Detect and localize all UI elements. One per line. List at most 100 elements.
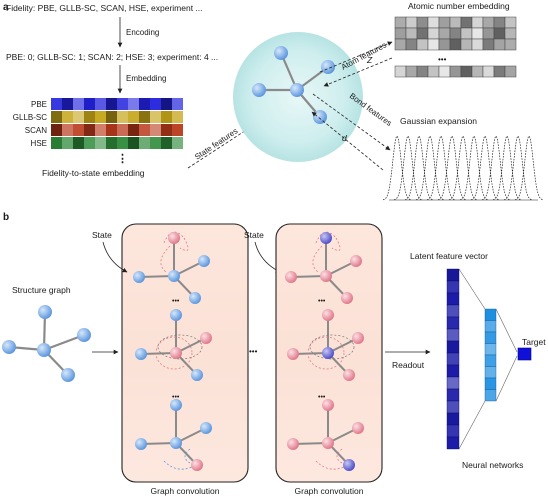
update-path (155, 336, 193, 370)
embedding-cell (128, 124, 139, 136)
embedding-cell (84, 111, 95, 123)
bond-features-arrow (312, 93, 391, 151)
embedding-cell (449, 65, 462, 78)
embedding-cell (51, 98, 62, 110)
atomic-embedding-ellipsis: ••• (438, 55, 447, 64)
embedding-cell (95, 111, 106, 123)
gaussian-curve (492, 135, 522, 201)
box2-dots-1: ••• (318, 298, 326, 305)
latent-cell (446, 364, 460, 378)
embedding-cell (150, 111, 161, 123)
embedding-cell (51, 137, 62, 149)
latent-cell (446, 292, 460, 306)
embedding-cell (504, 65, 517, 78)
latent-cell (446, 412, 460, 426)
embedding-cell (73, 137, 84, 149)
gaussian-curve (503, 135, 533, 201)
fidelity-to-state-label: Fidelity-to-state embedding (42, 168, 145, 178)
embedding-cell (427, 65, 440, 78)
embedding-cell (73, 98, 84, 110)
embedding-cell (62, 111, 73, 123)
atom-node (191, 459, 203, 471)
graph-convolution-label-2: Graph convolution (295, 486, 364, 496)
atomic-number-embedding-matrix (394, 16, 517, 78)
update-path (309, 334, 355, 360)
gaussian-curve (470, 135, 500, 201)
hidden-layer (484, 308, 497, 402)
embedding-cells (51, 98, 183, 149)
embedding-cell (449, 38, 462, 51)
graph-convolution-label-1: Graph convolution (151, 486, 220, 496)
embedding-cell (128, 137, 139, 149)
graph-convolution-steps-1 (133, 231, 212, 471)
embedding-cell (161, 124, 172, 136)
hidden-cell (484, 377, 497, 390)
atom-node (287, 348, 299, 360)
embedding-cell (128, 98, 139, 110)
embedding-cell (161, 137, 172, 149)
graph-node-center (37, 343, 51, 357)
embedding-cell (493, 38, 506, 51)
embedding-cell (482, 38, 495, 51)
gaussian-curve (459, 135, 489, 201)
embedding-cell (128, 111, 139, 123)
gaussian-curve (382, 135, 412, 201)
embedding-cell (405, 38, 418, 51)
atom-features-arrow (319, 41, 393, 73)
embedding-cell (482, 65, 495, 78)
molecule-a-atoms (252, 46, 335, 124)
update-path (179, 237, 189, 251)
gaussian-curve (404, 135, 434, 201)
embedding-cell (84, 124, 95, 136)
update-path (184, 448, 191, 464)
embedding-cell (150, 124, 161, 136)
latent-cell (446, 280, 460, 294)
embedding-cell (493, 16, 506, 29)
atom-node-center (322, 347, 334, 359)
embedding-cell (117, 137, 128, 149)
z-label: Z (366, 55, 373, 65)
update-path (157, 334, 203, 360)
graph-node (77, 328, 91, 342)
embedding-cell (139, 137, 150, 149)
update-path (336, 448, 343, 464)
atom-node (252, 83, 266, 97)
latent-cell (446, 304, 460, 318)
latent-feature-vector (446, 268, 460, 450)
z-arrow (323, 57, 393, 87)
embedding-cell (471, 38, 484, 51)
embedding-cell (504, 16, 517, 29)
atomic-number-embedding-label: Atomic number embedding (408, 1, 510, 11)
atom-node (170, 399, 182, 411)
hidden-cell (484, 366, 497, 379)
neural-networks-label: Neural networks (462, 460, 523, 470)
embedding-cell (449, 16, 462, 29)
target-node (517, 347, 532, 361)
gaussian-curve (393, 135, 423, 201)
atom-node-center (290, 83, 304, 97)
state-arrow-1 (102, 241, 128, 273)
readout-label: Readout (392, 360, 425, 370)
embedding-cell (471, 27, 484, 40)
update-path (315, 460, 349, 470)
embedding-cell (62, 98, 73, 110)
gaussian-curve (481, 135, 511, 201)
atom-node (200, 422, 212, 434)
embedding-cell (161, 98, 172, 110)
embedding-cell (139, 111, 150, 123)
embedding-cell (73, 124, 84, 136)
embedding-cell (482, 16, 495, 29)
embedding-cell (449, 27, 462, 40)
embedding-cell (117, 111, 128, 123)
embedding-cell (460, 16, 473, 29)
embedding-cell (95, 124, 106, 136)
graph-convolution-box-1 (121, 223, 249, 483)
nn-connections (458, 268, 518, 450)
embedding-cell (405, 16, 418, 29)
embedding-cell (62, 137, 73, 149)
atom-node (200, 332, 212, 344)
atom-node-center (170, 437, 182, 449)
hidden-cell (484, 354, 497, 367)
atom-node (189, 292, 201, 304)
